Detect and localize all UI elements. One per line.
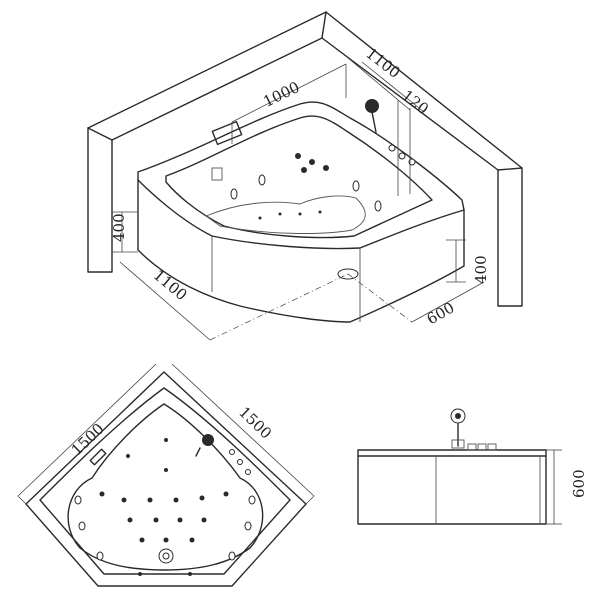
plan-control-panel-icon: [89, 448, 107, 466]
plan-outline: [25, 371, 307, 587]
isometric-view: [87, 11, 523, 341]
corner-walls: [87, 11, 523, 307]
tub-rim: [137, 101, 465, 250]
plan-inner-rim: [39, 387, 291, 575]
front-control-icon: [467, 443, 477, 451]
front-view: [357, 408, 562, 525]
dim-left-height-label: 400: [110, 213, 128, 242]
plan-hand-shower-icon: [202, 434, 214, 446]
basin-floor: [205, 195, 366, 234]
plan-basin: [67, 403, 264, 571]
hand-shower-icon: [365, 99, 379, 113]
control-box-icon: [211, 167, 223, 181]
front-body: [357, 449, 547, 525]
dim-plan-right-label: 1500: [235, 403, 275, 442]
plan-jets: [74, 438, 256, 576]
tub-apron: [137, 179, 465, 323]
tub-basin: [165, 115, 433, 239]
isometric-jets: [230, 153, 382, 220]
plan-view: [17, 363, 315, 587]
dim-front-height-label: 600: [570, 469, 588, 498]
dim-bottom-front-label: 600: [424, 298, 458, 328]
control-panel-icon: [211, 120, 243, 146]
dim-bottom-length-label: 1100: [150, 266, 191, 304]
dim-top-deck-label: 120: [398, 86, 432, 118]
dim-top-width-label: 1100: [362, 44, 403, 82]
isometric-dimensions: [112, 57, 485, 341]
dim-right-height-label: 400: [472, 255, 490, 284]
